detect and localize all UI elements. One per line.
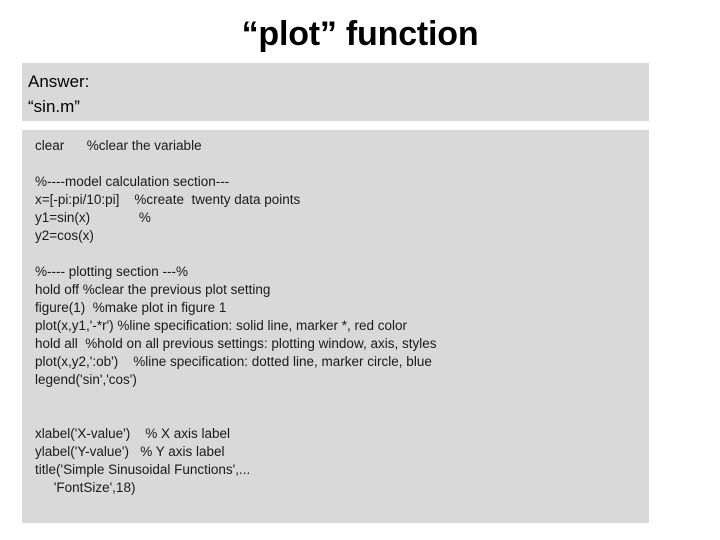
code-line-blank [35, 155, 649, 173]
code-line: 'FontSize',18) [35, 480, 136, 495]
answer-filename: “sin.m” [28, 97, 80, 116]
code-line-blank [35, 407, 649, 425]
code-line: xlabel('X-value') % X axis label [35, 426, 230, 441]
code-line-blank [35, 245, 649, 263]
code-line: plot(x,y2,':ob') %line specification: do… [35, 354, 432, 369]
answer-band: Answer: “sin.m” [22, 63, 649, 121]
code-line: title('Simple Sinusoidal Functions',... [35, 462, 251, 477]
code-line-blank [35, 389, 649, 407]
code-line: clear %clear the variable [35, 138, 202, 153]
code-line: y2=cos(x) [35, 228, 94, 243]
code-line: x=[-pi:pi/10:pi] %create twenty data poi… [35, 192, 301, 207]
code-line: plot(x,y1,'-*r') %line specification: so… [35, 318, 408, 333]
code-panel: clear %clear the variable %----model calc… [22, 130, 649, 523]
answer-label: Answer: [28, 72, 90, 91]
code-listing: clear %clear the variable %----model calc… [35, 137, 649, 497]
code-line: %----model calculation section--- [35, 174, 230, 189]
code-line: figure(1) %make plot in figure 1 [35, 300, 227, 315]
code-line: hold off %clear the previous plot settin… [35, 282, 271, 297]
code-line: hold all %hold on all previous settings:… [35, 336, 437, 351]
page-title: “plot” function [241, 15, 479, 53]
code-line: y1=sin(x) % [35, 210, 151, 225]
code-line: %---- plotting section ---% [35, 264, 189, 279]
code-line: legend('sin','cos') [35, 372, 137, 387]
code-line: ylabel('Y-value') % Y axis label [35, 444, 225, 459]
